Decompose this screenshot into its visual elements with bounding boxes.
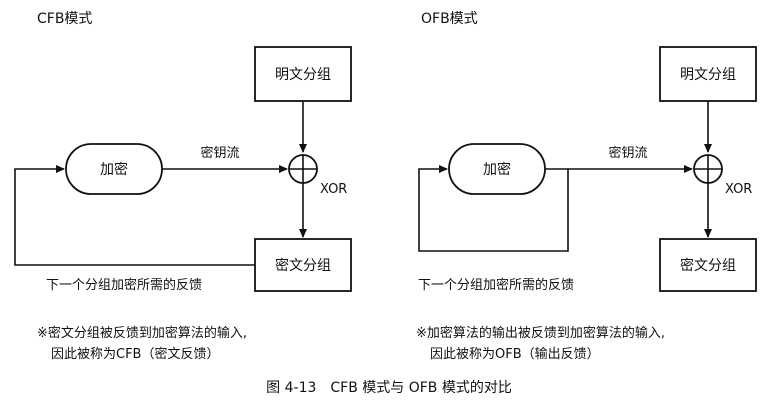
ofb-ciphertext-block: 密文分组	[659, 238, 757, 292]
cfb-feedback-label: 下一个分组加密所需的反馈	[46, 277, 202, 293]
cfb-xor-icon	[288, 154, 318, 184]
ofb-ciphertext-label: 密文分组	[680, 257, 736, 274]
ofb-encrypt-label: 加密	[483, 161, 511, 178]
ofb-encrypt-block: 加密	[448, 143, 546, 195]
ofb-note-line2: 因此被称为OFB（输出反馈）	[430, 346, 600, 362]
ofb-panel: OFB模式 明文分组 加密 密钥流 XOR 密文分组 下一个分组加密所	[416, 11, 757, 362]
ofb-xor-icon	[693, 154, 723, 184]
cfb-panel: CFB模式 明文分组 加密 密钥流 XOR 密文分组 下一个分组加密所	[14, 11, 352, 362]
ofb-keystream-label: 密钥流	[608, 145, 647, 161]
figure-caption: 图 4-13 CFB 模式与 OFB 模式的对比	[266, 380, 512, 396]
ofb-feedback-label: 下一个分组加密所需的反馈	[418, 277, 574, 293]
cfb-plaintext-label: 明文分组	[275, 67, 331, 83]
cfb-plaintext-block: 明文分组	[254, 46, 352, 102]
cfb-ciphertext-label: 密文分组	[275, 257, 331, 274]
ofb-feedback-arrow	[418, 165, 569, 252]
cfb-ciphertext-block: 密文分组	[254, 238, 352, 292]
cfb-encrypt-label: 加密	[100, 161, 128, 178]
cfb-title: CFB模式	[37, 11, 92, 27]
ofb-plaintext-label: 明文分组	[680, 67, 736, 83]
cfb-encrypt-block: 加密	[65, 143, 163, 195]
cfb-feedback-arrow	[14, 165, 255, 266]
cfb-xor-label: XOR	[320, 182, 347, 197]
cfb-note-line1: ※密文分组被反馈到加密算法的输入,	[37, 325, 247, 341]
cfb-note-line2: 因此被称为CFB（密文反馈）	[51, 346, 219, 362]
ofb-xor-label: XOR	[725, 182, 752, 197]
ofb-note-line1: ※加密算法的输出被反馈到加密算法的输入,	[416, 325, 665, 341]
ofb-plaintext-block: 明文分组	[659, 46, 757, 102]
cfb-keystream-label: 密钥流	[200, 145, 239, 161]
ofb-title: OFB模式	[421, 11, 478, 27]
